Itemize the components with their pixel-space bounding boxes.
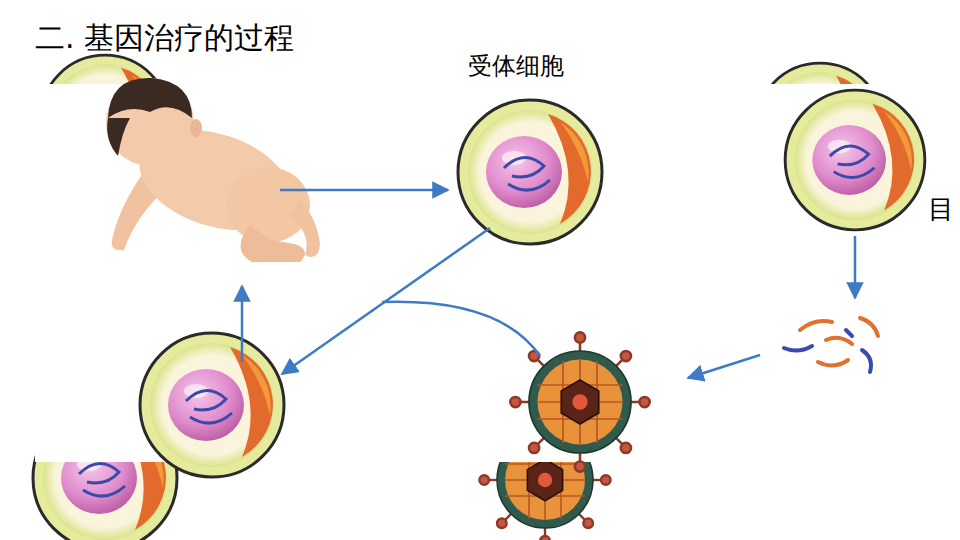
process-arrow <box>242 190 855 378</box>
baby-figure <box>106 78 320 262</box>
cell <box>140 333 284 477</box>
label: 目 <box>928 194 954 225</box>
virus-vector <box>510 332 649 471</box>
label: 受体细胞 <box>468 52 564 81</box>
title: 二. 基因治疗的过程 <box>35 20 294 56</box>
dna-fragments <box>784 318 878 372</box>
cell <box>458 100 602 244</box>
cell <box>785 90 925 230</box>
